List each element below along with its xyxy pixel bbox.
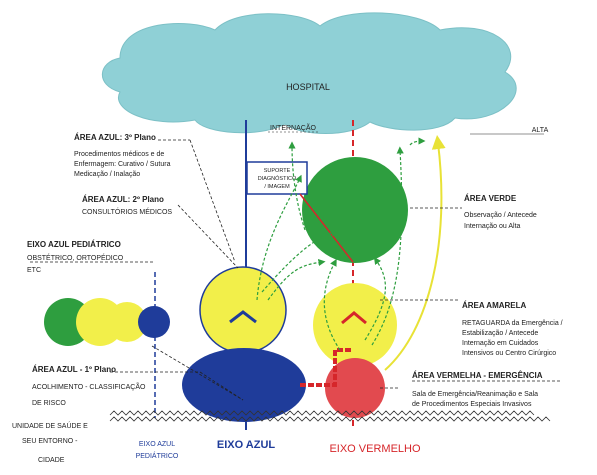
eixo-azul-pediatrico-title: EIXO AZUL PEDIÁTRICO (27, 240, 121, 249)
eixo-azul-pediatrico-line-2: ETC (27, 267, 41, 274)
suporte-line-1: SUPORTE (264, 168, 291, 174)
hospital-label: HOSPITAL (286, 82, 330, 92)
suporte-red-link (299, 193, 354, 263)
pediatric-blue-circle (138, 306, 170, 338)
red-chevron (341, 311, 367, 325)
area-vermelha-line-2: de Procedimentos Especiais Invasivos (412, 401, 532, 408)
blue-red-connector (300, 348, 352, 387)
area-azul-2-line-1: CONSULTÓRIOS MÉDICOS (82, 207, 172, 216)
unidade-line-2: SEU ENTORNO - (22, 438, 78, 445)
green-flow-arrows (256, 137, 426, 351)
blue-area-1-ellipse (182, 348, 306, 422)
area-vermelha-title: ÁREA VERMELHA - EMERGÊNCIA (412, 371, 543, 380)
eixo-azul-label: EIXO AZUL (217, 439, 276, 451)
eixo-azul-pediatrico-bottom-line-1: EIXO AZUL (139, 441, 175, 448)
area-amarela-line-2: Estabilização / Antecede (462, 330, 538, 337)
ground-zigzag (109, 410, 535, 416)
eixo-azul-pediatrico-line-1: OBSTÉTRICO, ORTOPÉDICO (27, 253, 124, 262)
area-amarela-line-4: Intensivos ou Centro Cirúrgico (462, 350, 556, 357)
area-azul-3-line-3: Medicação / Inalação (74, 171, 140, 178)
unidade-line-3: CIDADE (38, 457, 65, 464)
area-verde-line-1: Observação / Antecede (464, 212, 537, 219)
eixo-azul-pediatrico-bottom-line-2: PEDIÁTRICO (136, 451, 179, 460)
green-area-circle (302, 157, 408, 263)
eixo-vermelho-label: EIXO VERMELHO (329, 443, 421, 455)
area-verde-line-2: Internação ou Alta (464, 223, 521, 230)
ground-zigzag-2 (109, 416, 551, 422)
red-area-circle (325, 358, 385, 418)
yellow-alta-arrow (384, 135, 446, 371)
internacao-label: INTERNAÇÃO (270, 123, 316, 132)
suporte-line-3: / IMAGEM (264, 184, 290, 190)
area-verde-title: ÁREA VERDE (464, 194, 517, 203)
area-azul-1-line-2: DE RISCO (32, 400, 66, 407)
yellow-area-circle (313, 283, 397, 367)
area-azul-2-title: ÁREA AZUL: 2º Plano (82, 195, 164, 204)
area-azul-1-title: ÁREA AZUL - 1º Plano (32, 365, 116, 374)
area-azul-3-title: ÁREA AZUL: 3º Plano (74, 133, 156, 142)
suporte-line-2: DIAGNÓSTICO (258, 175, 297, 182)
area-amarela-title: ÁREA AMARELA (462, 301, 527, 310)
area-vermelha-line-1: Sala de Emergência/Reanimação e Sala (412, 391, 538, 398)
area-azul-3-line-1: Procedimentos médicos e de (74, 151, 164, 158)
area-azul-1-line-1: ACOLHIMENTO - CLASSIFICAÇÃO (32, 382, 146, 391)
unidade-line-1: UNIDADE DE SAÚDE E (12, 421, 88, 430)
blue-chevron (229, 310, 257, 324)
area-amarela-line-3: Internação em Cuidados (462, 340, 539, 347)
hospital-cloud: HOSPITAL (101, 12, 517, 134)
label-leaders (30, 139, 462, 401)
pediatric-yellow-circle-2 (107, 302, 147, 342)
area-amarela-line-1: RETAGUARDA da Emergência / (462, 320, 563, 327)
area-azul-3-line-2: Enfermagem: Curativo / Sutura (74, 161, 171, 168)
alta-label: ALTA (532, 127, 549, 134)
